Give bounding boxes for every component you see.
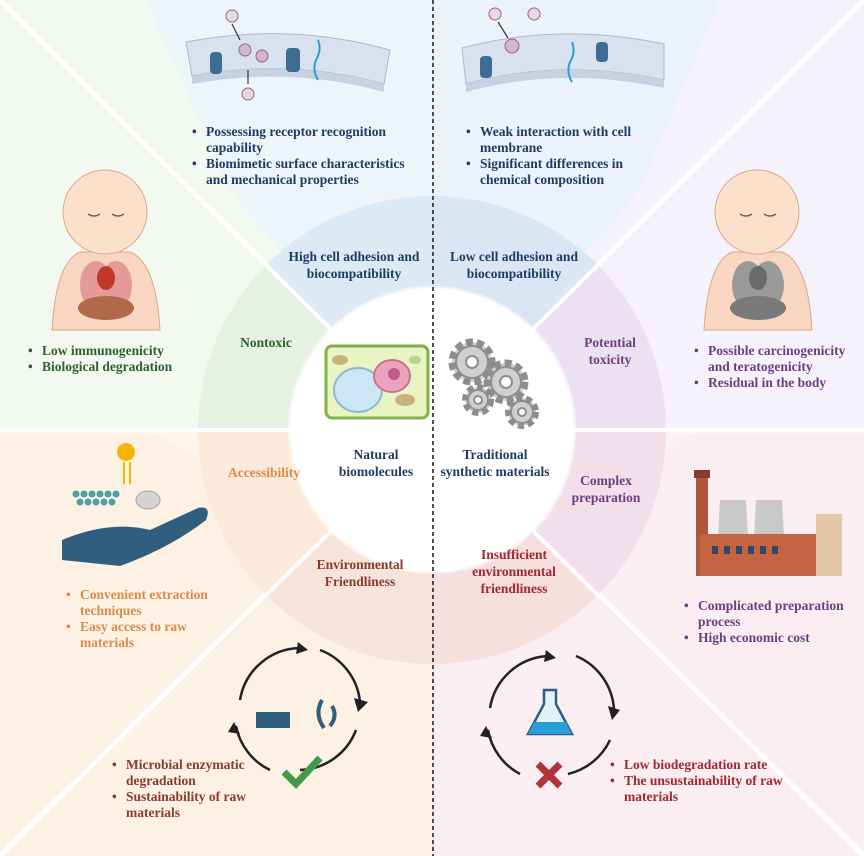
membrane-illustration-right (461, 7, 665, 92)
bullet-item: Easy access to raw materials (64, 619, 234, 651)
bullets-top-right: Weak interaction with cell membrane Sign… (464, 124, 664, 188)
hand-molecules-illustration (62, 443, 208, 566)
segment-label-right-lower: Complex preparation (571, 473, 641, 505)
gears-icon (448, 338, 539, 429)
center-circle (290, 288, 574, 572)
segment-left-bottom (266, 532, 432, 664)
segment-label-left-top: High cell adhesion and biocompatibility (288, 249, 420, 281)
baby-illustration-left (51, 169, 161, 331)
segment-label-right-top: Low cell adhesion and biocompatibility (450, 249, 578, 281)
segment-label-left-upper: Nontoxic (240, 335, 292, 350)
center-left-label: Natural biomolecules (338, 447, 414, 479)
cycle-diagram-left (228, 642, 368, 790)
factory-illustration (694, 470, 842, 576)
bullet-item: The unsustainability of raw materials (608, 773, 788, 805)
segment-left-top (266, 195, 432, 328)
segment-left-lower (197, 430, 330, 595)
segment-left-upper (197, 265, 330, 430)
bullets-low-right: Complicated preparation process High eco… (682, 598, 862, 646)
segment-label-left-bottom: Environmental Friendliness (316, 557, 404, 589)
segment-label-right-upper: Potential toxicity (584, 335, 636, 367)
cycle-diagram-right (480, 650, 620, 789)
bullet-item: Weak interaction with cell membrane (464, 124, 664, 156)
bullet-item: Significant differences in chemical comp… (464, 156, 664, 188)
bullet-item: High economic cost (682, 630, 862, 646)
baby-illustration-right (703, 169, 813, 331)
segment-right-top (432, 196, 598, 328)
segment-label-left-lower: Accessibility (228, 465, 300, 480)
bullet-item: Sustainability of raw materials (110, 789, 290, 821)
bullets-bottom-right: Low biodegradation rate The unsustainabi… (608, 757, 788, 805)
bullet-item: Possessing receptor recognition capabili… (190, 124, 426, 156)
bullet-item: Low biodegradation rate (608, 757, 788, 773)
segment-right-lower (534, 430, 667, 595)
membrane-illustration-left (185, 9, 391, 101)
segment-right-bottom (432, 532, 598, 664)
bullet-item: Low immunogenicity (26, 343, 196, 359)
center-right-label: Traditional synthetic materials (440, 447, 550, 479)
bullets-low-left: Convenient extraction techniques Easy ac… (64, 587, 234, 651)
cross-icon (535, 761, 563, 789)
bullet-item: Microbial enzymatic degradation (110, 757, 290, 789)
segment-right-upper (534, 265, 667, 430)
bullets-top-left: Possessing receptor recognition capabili… (190, 124, 426, 188)
bullet-item: Biological degradation (26, 359, 196, 375)
bullet-item: Biomimetic surface characteristics and m… (190, 156, 426, 188)
bullets-bottom-left: Microbial enzymatic degradation Sustaina… (110, 757, 290, 821)
bullet-item: Possible carcinogenicity and teratogenic… (692, 343, 862, 375)
cell-icon (324, 344, 430, 420)
segment-label-right-bottom: Insufficient environmental friendliness (472, 547, 556, 596)
bullet-item: Convenient extraction techniques (64, 587, 234, 619)
bullets-mid-left: Low immunogenicity Biological degradatio… (26, 343, 196, 375)
bullet-item: Residual in the body (692, 375, 862, 391)
bullets-mid-right: Possible carcinogenicity and teratogenic… (692, 343, 862, 391)
bullet-item: Complicated preparation process (682, 598, 862, 630)
